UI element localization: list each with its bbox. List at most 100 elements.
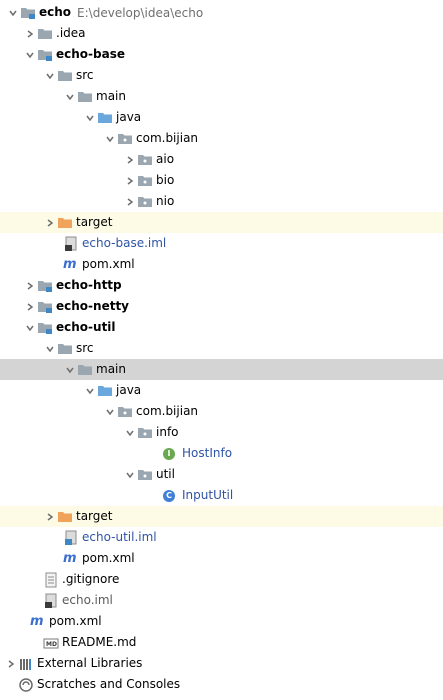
source-folder-icon [97,383,114,399]
iml-file-icon [43,593,60,609]
chevron-down-icon[interactable] [123,426,137,440]
chevron-down-icon[interactable] [43,342,57,356]
tree-label: target [76,509,113,523]
chevron-right-icon[interactable] [23,300,37,314]
chevron-right-icon[interactable] [43,510,57,524]
chevron-down-icon[interactable] [83,111,97,125]
folder-icon [57,68,74,84]
chevron-right-icon[interactable] [123,195,137,209]
tree-label: util [156,467,175,481]
tree-label: info [156,425,179,439]
iml-file-icon [63,236,80,252]
chevron-right-icon[interactable] [43,216,57,230]
tree-row-echo-base-iml[interactable]: echo-base.iml [0,233,443,254]
tree-label: nio [156,194,175,208]
tree-label: HostInfo [182,446,233,460]
maven-icon: m [63,257,77,272]
chevron-right-icon[interactable] [123,174,137,188]
tree-row-pom[interactable]: m pom.xml [0,254,443,275]
module-folder-icon [37,299,54,315]
folder-icon [57,341,74,357]
tree-row-gitignore[interactable]: .gitignore [0,569,443,590]
tree-row-external-libraries[interactable]: External Libraries [0,653,443,674]
tree-label: main [96,89,126,103]
tree-row-pom[interactable]: m pom.xml [0,611,443,632]
chevron-right-icon[interactable] [4,657,18,671]
chevron-down-icon[interactable] [103,405,117,419]
tree-row-target[interactable]: target [0,212,443,233]
package-icon [137,173,154,189]
chevron-down-icon[interactable] [23,48,37,62]
chevron-right-icon[interactable] [123,153,137,167]
folder-icon [77,362,94,378]
package-icon [137,152,154,168]
class-icon: C [163,488,180,504]
tree-row-target[interactable]: target [0,506,443,527]
chevron-down-icon[interactable] [43,69,57,83]
package-icon [137,194,154,210]
tree-label: java [116,110,142,124]
chevron-down-icon[interactable] [103,132,117,146]
chevron-down-icon[interactable] [63,363,77,377]
libraries-icon [18,656,35,672]
tree-label: Scratches and Consoles [37,677,181,691]
tree-row-echo-netty[interactable]: echo-netty [0,296,443,317]
module-folder-icon [37,278,54,294]
iml-file-icon [63,530,80,546]
text-file-icon [43,572,60,588]
tree-row-bio[interactable]: bio [0,170,443,191]
tree-label: echo-netty [56,299,129,313]
tree-row-readme[interactable]: MD README.md [0,632,443,653]
tree-label: README.md [62,635,137,649]
tree-row-pom[interactable]: m pom.xml [0,548,443,569]
tree-row-hostinfo[interactable]: I HostInfo [0,443,443,464]
tree-row-com-bijian[interactable]: com.bijian [0,128,443,149]
tree-row-src[interactable]: src [0,65,443,86]
tree-row-main-selected[interactable]: main [0,359,443,380]
tree-row-java[interactable]: java [0,380,443,401]
package-icon [117,404,134,420]
tree-row-scratches[interactable]: Scratches and Consoles [0,674,443,695]
tree-row-util[interactable]: util [0,464,443,485]
module-folder-icon [37,47,54,63]
tree-row-main[interactable]: main [0,86,443,107]
tree-label: .idea [56,26,86,40]
maven-icon: m [63,551,77,566]
tree-row-echo[interactable]: echo E:\develop\idea\echo [0,2,443,23]
tree-label: bio [156,173,175,187]
source-folder-icon [97,110,114,126]
tree-row-idea[interactable]: .idea [0,23,443,44]
module-folder-icon [37,320,54,336]
tree-row-echo-util[interactable]: echo-util [0,317,443,338]
tree-row-echo-iml[interactable]: echo.iml [0,590,443,611]
chevron-down-icon[interactable] [23,321,37,335]
package-icon [137,425,154,441]
tree-row-aio[interactable]: aio [0,149,443,170]
tree-label: pom.xml [82,551,135,565]
tree-label: aio [156,152,175,166]
tree-row-echo-http[interactable]: echo-http [0,275,443,296]
tree-row-info[interactable]: info [0,422,443,443]
tree-row-echo-base[interactable]: echo-base [0,44,443,65]
tree-label: echo-util.iml [82,530,157,544]
interface-icon: I [163,446,180,462]
chevron-down-icon[interactable] [123,468,137,482]
chevron-right-icon[interactable] [23,27,37,41]
chevron-right-icon[interactable] [23,279,37,293]
tree-label: com.bijian [136,404,199,418]
tree-label: target [76,215,113,229]
tree-row-inpututil[interactable]: C InputUtil [0,485,443,506]
chevron-down-icon[interactable] [6,6,20,20]
tree-row-echo-util-iml[interactable]: echo-util.iml [0,527,443,548]
tree-label: src [76,341,94,355]
chevron-down-icon[interactable] [83,384,97,398]
tree-label: pom.xml [49,614,102,628]
module-folder-icon [20,5,37,21]
tree-row-java[interactable]: java [0,107,443,128]
tree-label: echo [39,5,72,19]
chevron-down-icon[interactable] [63,90,77,104]
tree-row-src[interactable]: src [0,338,443,359]
tree-row-com-bijian[interactable]: com.bijian [0,401,443,422]
tree-row-nio[interactable]: nio [0,191,443,212]
